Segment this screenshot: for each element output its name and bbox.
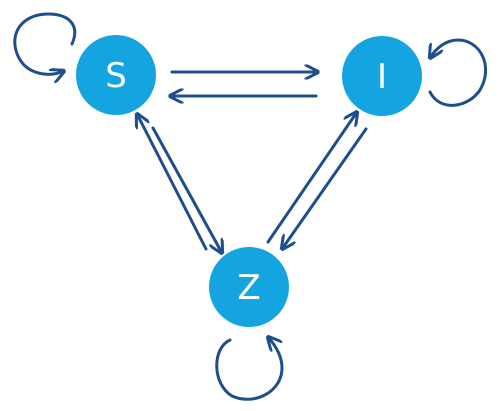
edge-z-to-s bbox=[137, 114, 208, 251]
self-loop-i bbox=[430, 38, 487, 107]
edge-z-to-i bbox=[266, 112, 357, 244]
node-i-label: I bbox=[377, 57, 387, 97]
node-i-circle bbox=[342, 36, 422, 116]
node-z: Z bbox=[209, 247, 289, 327]
edge-i-to-z bbox=[282, 127, 368, 249]
node-s-circle bbox=[76, 35, 156, 115]
self-loop-z bbox=[215, 337, 284, 401]
node-z-circle bbox=[209, 247, 289, 327]
node-i: I bbox=[342, 36, 422, 116]
self-loop-s bbox=[13, 12, 77, 74]
node-z-label: Z bbox=[237, 268, 260, 308]
edge-s-to-z bbox=[151, 126, 222, 253]
node-s: S bbox=[76, 35, 156, 115]
node-s-label: S bbox=[105, 56, 127, 96]
